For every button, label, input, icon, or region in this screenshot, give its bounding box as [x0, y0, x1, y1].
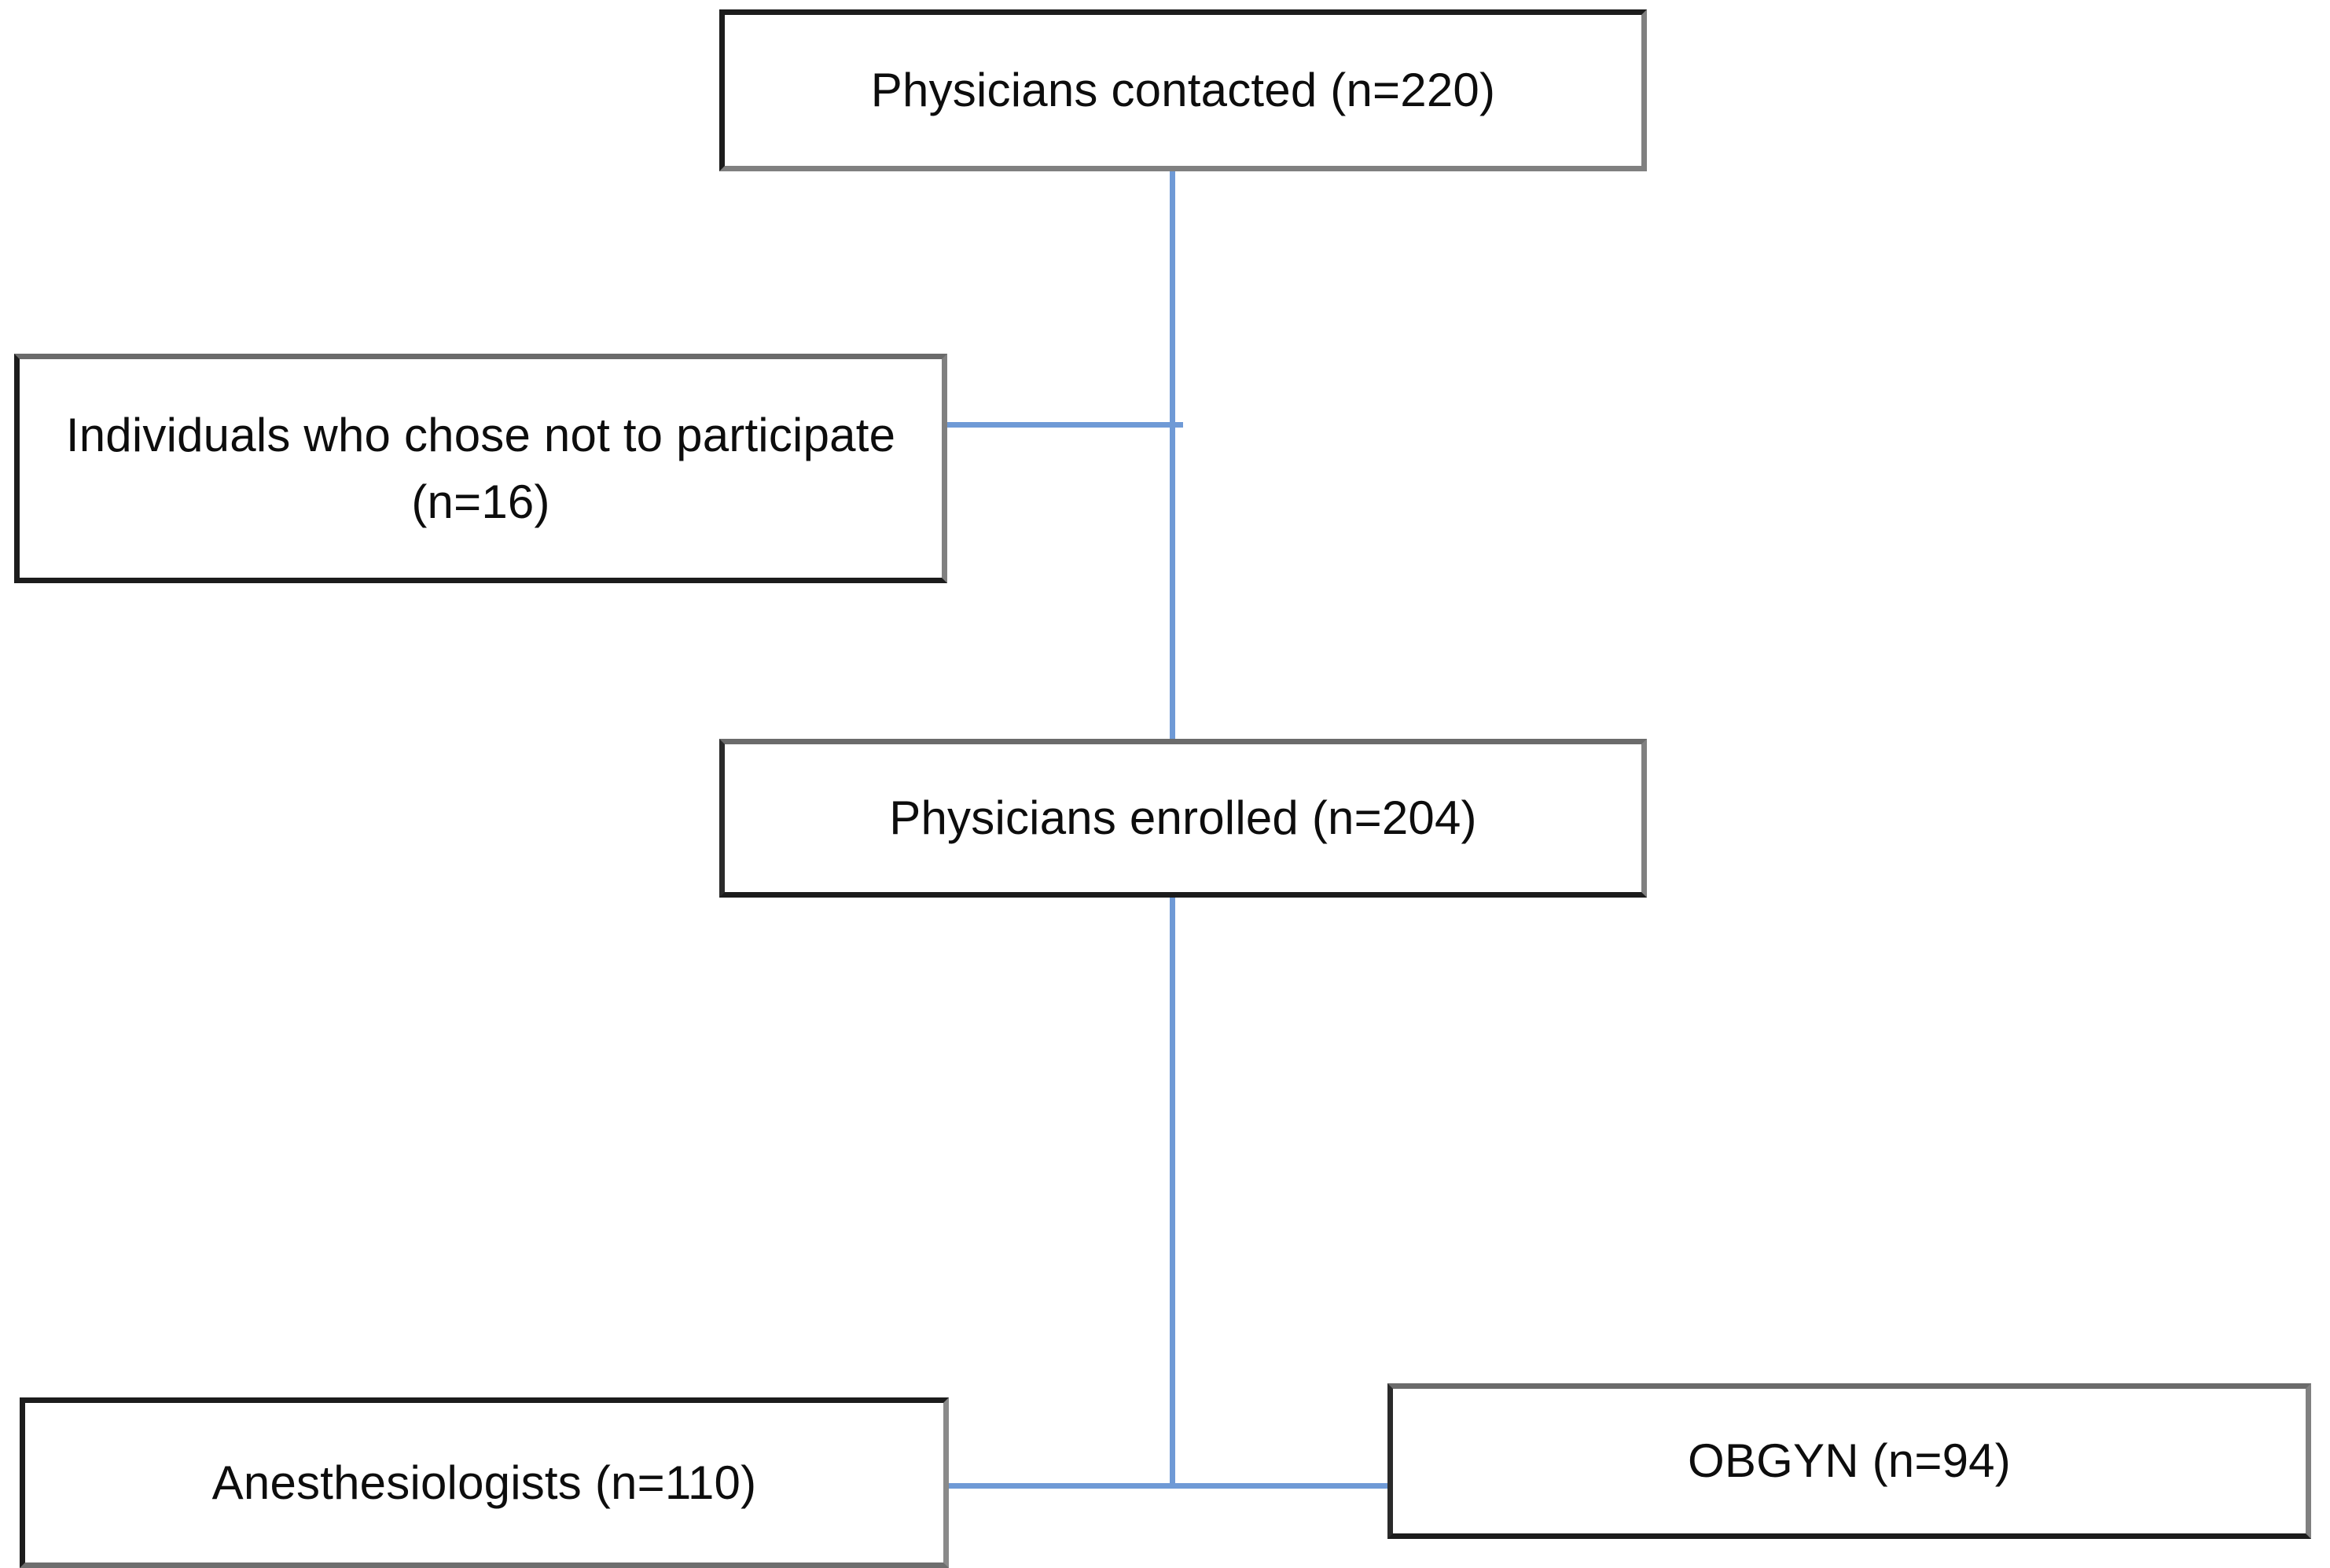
node-physicians-enrolled-label: Physicians enrolled (n=204) [889, 791, 1477, 845]
node-physicians-contacted: Physicians contacted (n=220) [719, 9, 1647, 171]
node-physicians-contacted-label: Physicians contacted (n=220) [870, 64, 1496, 117]
node-anesthesiologists: Anesthesiologists (n=110) [20, 1397, 949, 1568]
connector-enrolled-to-declined [947, 422, 1183, 428]
node-obgyn-label: OBGYN (n=94) [1688, 1434, 2011, 1488]
node-declined-participation: Individuals who chose not to participate… [14, 354, 947, 583]
node-anesthesiologists-label: Anesthesiologists (n=110) [211, 1456, 757, 1509]
node-declined-participation-label: Individuals who chose not to participate… [65, 408, 896, 528]
node-physicians-enrolled: Physicians enrolled (n=204) [719, 739, 1647, 898]
connector-enrolled-to-obgyn [1170, 1483, 1391, 1489]
connector-enrolled-to-anesthesiologists [947, 1483, 1175, 1489]
node-obgyn: OBGYN (n=94) [1387, 1383, 2311, 1539]
